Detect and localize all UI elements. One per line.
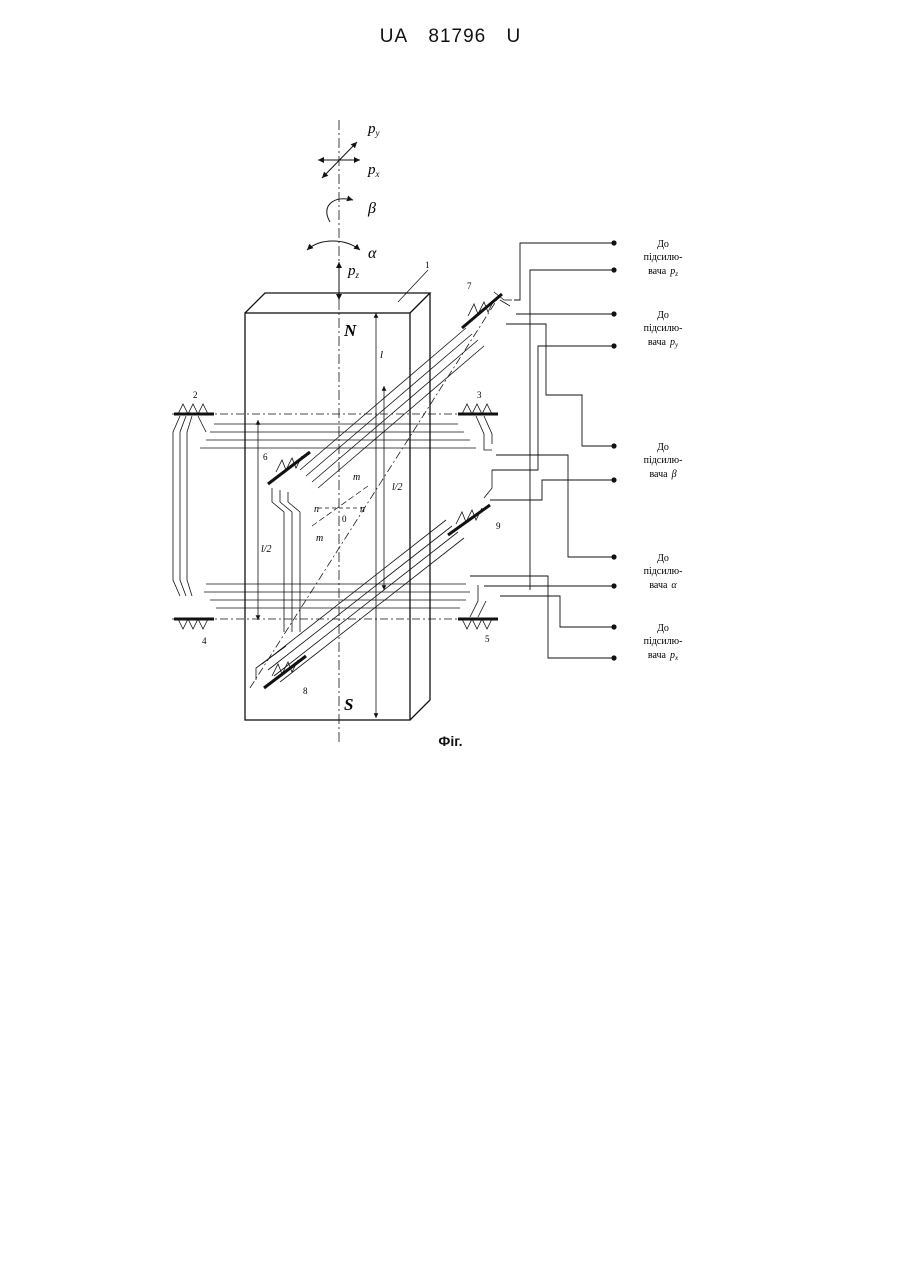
amplifier-label-pz: До підсилю- вачаpz xyxy=(644,239,683,278)
pole-south: S xyxy=(344,695,353,714)
terminal-dots xyxy=(611,240,616,660)
element-number-1: 1 xyxy=(425,260,430,270)
alpha-arrow xyxy=(307,241,360,250)
coil-4 xyxy=(174,619,214,629)
svg-text:До: До xyxy=(657,623,669,634)
element-number-3: 3 xyxy=(477,390,482,400)
beta-arrow xyxy=(327,199,353,222)
label-l-half-left: l/2 xyxy=(261,544,272,555)
svg-text:До: До xyxy=(657,442,669,453)
coil-2 xyxy=(173,404,214,596)
label-l-half-right: l/2 xyxy=(392,482,403,493)
amplifier-label-px: До підсилю- вачаpx xyxy=(644,623,683,662)
label-l: l xyxy=(380,349,383,361)
label-py: py xyxy=(367,121,380,138)
coil-7 xyxy=(462,292,512,328)
svg-text:вачаpx: вачаpx xyxy=(648,650,679,662)
figure-caption: Фіг. xyxy=(0,733,901,749)
svg-text:підсилю-: підсилю- xyxy=(644,323,683,334)
svg-text:вачаβ: вачаβ xyxy=(649,469,676,480)
element-number-7: 7 xyxy=(467,281,472,291)
label-alpha: α xyxy=(368,245,377,262)
svg-text:вачаα: вачаα xyxy=(649,580,677,591)
patent-figure: py px β α pz 1 N S l l/2 l/2 2 4 3 xyxy=(0,0,901,760)
magnet-front-face xyxy=(245,313,410,720)
coil-3 xyxy=(458,404,498,450)
label-beta: β xyxy=(367,200,376,217)
label-px: px xyxy=(367,162,380,179)
element-number-5: 5 xyxy=(485,634,490,644)
svg-text:підсилю-: підсилю- xyxy=(644,252,683,263)
label-m-top: m xyxy=(353,472,360,483)
wires-top xyxy=(200,424,476,448)
element-number-6: 6 xyxy=(263,452,268,462)
element-number-8: 8 xyxy=(303,686,308,696)
element-number-4: 4 xyxy=(202,636,207,646)
svg-text:підсилю-: підсилю- xyxy=(644,636,683,647)
coil-9 xyxy=(448,470,492,535)
amplifier-label-beta: До підсилю- вачаβ xyxy=(644,442,683,480)
leader-1 xyxy=(398,270,428,302)
svg-text:підсилю-: підсилю- xyxy=(644,455,683,466)
label-pz: pz xyxy=(347,263,360,280)
magnet-top-face xyxy=(245,293,430,313)
svg-text:До: До xyxy=(657,553,669,564)
label-origin: 0 xyxy=(342,514,347,524)
label-m-bottom: m xyxy=(316,533,323,544)
magnet-side-face xyxy=(410,293,430,720)
svg-text:До: До xyxy=(657,239,669,250)
svg-text:підсилю-: підсилю- xyxy=(644,566,683,577)
label-n-left: n xyxy=(314,504,319,515)
svg-text:вачаpz: вачаpz xyxy=(648,266,678,278)
pole-north: N xyxy=(343,321,357,340)
svg-text:До: До xyxy=(657,310,669,321)
coil-6 xyxy=(268,452,310,632)
amplifier-label-py: До підсилю- вачаpy xyxy=(644,310,683,349)
label-n-right: n xyxy=(360,504,365,515)
ref-line-diagonal xyxy=(250,295,500,688)
svg-text:вачаpy: вачаpy xyxy=(648,337,679,349)
element-number-2: 2 xyxy=(193,390,198,400)
amplifier-label-alpha: До підсилю- вачаα xyxy=(644,553,683,591)
wires-diagonal-upper xyxy=(300,328,484,488)
element-number-9: 9 xyxy=(496,521,501,531)
